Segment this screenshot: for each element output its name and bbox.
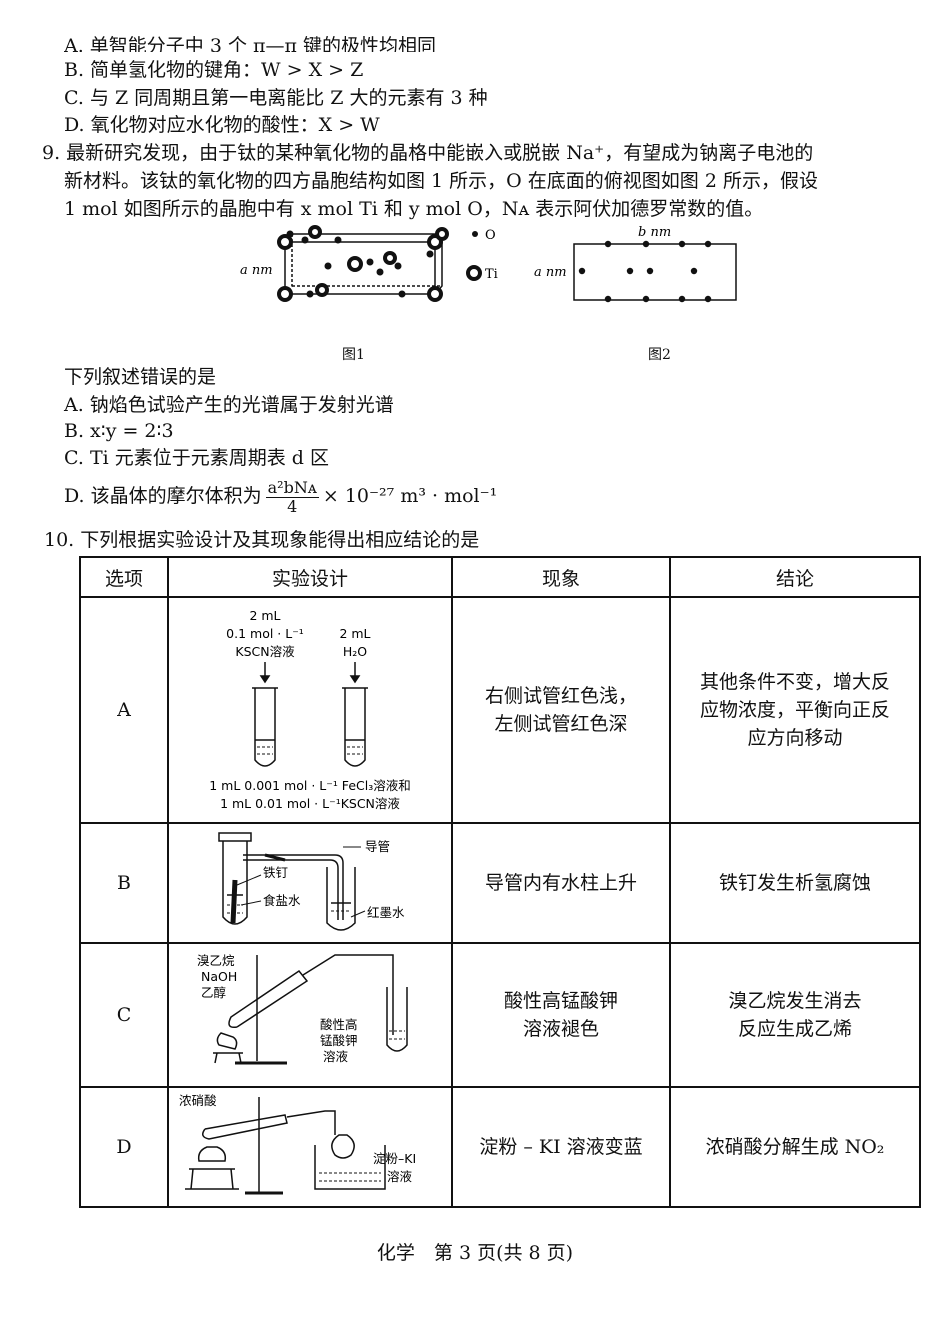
header-option: 选项	[79, 556, 169, 598]
fig1-caption: 图1	[342, 347, 365, 363]
ann-starch-ki-1: 淀粉–KI	[373, 1151, 416, 1166]
ann-bottom-2: 1 mL 0.01 mol · L⁻¹KSCN溶液	[220, 796, 400, 811]
ann-nail: 铁钉	[263, 865, 289, 880]
ann-ethanol: 乙醇	[201, 985, 226, 1000]
elimination-reaction-diagram: 溴乙烷 NaOH 乙醇 酸性高 锰酸钾 溶液	[197, 953, 408, 1064]
fig1-side-label: a nm	[240, 263, 273, 278]
prev-option-b: B. 简单氢化物的键角：W > X > Z	[64, 59, 364, 81]
q9-stem-line1: 9. 最新研究发现，由于钛的某种氧化物的晶格中能嵌入或脱嵌 Na⁺，有望成为钠离…	[42, 142, 814, 164]
table-row: B	[79, 822, 921, 944]
row-d-option: D	[79, 1086, 169, 1208]
ann-red-ink: 红墨水	[367, 905, 405, 920]
fraction-numerator: a²bNᴀ	[265, 477, 319, 498]
q9-option-c: C. Ti 元素位于元素周期表 d 区	[64, 447, 329, 469]
ann-salt-water: 食盐水	[263, 893, 301, 908]
ann-kmno4-3: 溶液	[323, 1049, 349, 1064]
q9-option-d-prefix: D. 该晶体的摩尔体积为	[64, 485, 262, 507]
ann-left-2: 0.1 mol · L⁻¹	[226, 626, 304, 641]
row-c-conclusion: 溴乙烷发生消去反应生成乙烯	[669, 942, 921, 1088]
row-a-option: A	[79, 596, 169, 824]
row-a-design: 2 mL 0.1 mol · L⁻¹ KSCN溶液 2 mL H₂O	[167, 596, 453, 824]
row-c-design: 溴乙烷 NaOH 乙醇 酸性高 锰酸钾 溶液	[167, 942, 453, 1088]
test-tubes-diagram: 2 mL 0.1 mol · L⁻¹ KSCN溶液 2 mL H₂O	[209, 608, 410, 811]
fig1-legend-ti: Ti	[485, 267, 498, 282]
ann-bromoethane: 溴乙烷	[197, 953, 235, 968]
fig2-top-label: b nm	[638, 225, 671, 240]
q9-stem-line3: 1 mol 如图所示的晶胞中有 x mol Ti 和 y mol O，Nᴀ 表示…	[64, 198, 764, 220]
fig2-side-label: a nm	[534, 265, 567, 280]
q9-stem-line2: 新材料。该钛的氧化物的四方晶胞结构如图 1 所示，O 在底面的俯视图如图 2 所…	[64, 170, 818, 192]
prev-option-d: D. 氧化物对应水化物的酸性：X > W	[64, 114, 380, 136]
ann-starch-ki-2: 溶液	[387, 1169, 413, 1184]
table-row: D 浓硝酸 淀粉–KI 溶液	[79, 1086, 921, 1208]
fig1-legend-o: O	[485, 228, 496, 243]
ann-left-1: 2 mL	[249, 608, 280, 623]
ann-left-3: KSCN溶液	[235, 644, 295, 659]
row-d-design: 浓硝酸 淀粉–KI 溶液	[167, 1086, 453, 1208]
row-a-conclusion: 其他条件不变，增大反应物浓度，平衡向正反应方向移动	[669, 596, 921, 824]
q9-option-a: A. 钠焰色试验产生的光谱属于发射光谱	[64, 394, 394, 416]
row-b-phenomenon: 导管内有水柱上升	[451, 822, 671, 944]
row-b-design: 导管 铁钉 食盐水 红墨水	[167, 822, 453, 944]
q10-stem: 10. 下列根据实验设计及其现象能得出相应结论的是	[44, 529, 480, 551]
experiment-table: 选项 实验设计 现象 结论 A 2 mL 0.1 mol · L⁻¹ KSCN溶…	[79, 556, 921, 1208]
fig2-caption: 图2	[648, 347, 671, 363]
crystal-cell-figure-1: a nm O Ti	[240, 225, 498, 302]
row-c-phenomenon: 酸性高锰酸钾溶液褪色	[451, 942, 671, 1088]
table-row: A 2 mL 0.1 mol · L⁻¹ KSCN溶液 2 mL H₂O	[79, 596, 921, 824]
q9-option-b: B. x∶y = 2∶3	[64, 420, 174, 442]
table-row: C 溴乙烷 NaOH 乙醇 酸性高	[79, 942, 921, 1088]
ann-right-1: 2 mL	[339, 626, 370, 641]
iron-nail-corrosion-diagram: 导管 铁钉 食盐水 红墨水	[218, 831, 405, 931]
header-conclusion: 结论	[669, 556, 921, 598]
prev-option-a-cut: A. 单智能分子中 3 个 π—π 键的极性均相同	[64, 35, 437, 52]
header-design: 实验设计	[167, 556, 453, 598]
header-phenomenon: 现象	[451, 556, 671, 598]
row-a-phenomenon: 右侧试管红色浅，左侧试管红色深	[451, 596, 671, 824]
table-header-row: 选项 实验设计 现象 结论	[79, 556, 921, 598]
oxygen-top-view-figure-2: b nm a nm	[534, 225, 737, 303]
ann-conc-nitric-acid: 浓硝酸	[179, 1093, 217, 1108]
prev-option-c: C. 与 Z 同周期且第一电离能比 Z 大的元素有 3 种	[64, 87, 488, 109]
q9-question: 下列叙述错误的是	[64, 366, 217, 388]
fraction-denominator: 4	[287, 496, 298, 516]
ann-kmno4-2: 锰酸钾	[320, 1033, 358, 1048]
ann-kmno4-1: 酸性高	[320, 1017, 358, 1032]
ann-right-2: H₂O	[343, 644, 367, 659]
ann-naoh: NaOH	[201, 969, 237, 984]
nitric-acid-decomposition-diagram: 浓硝酸 淀粉–KI 溶液	[179, 1093, 416, 1194]
page-footer: 化学 第 3 页(共 8 页)	[376, 1242, 574, 1264]
row-d-conclusion: 浓硝酸分解生成 NO₂	[669, 1086, 921, 1208]
ann-tube: 导管	[365, 839, 390, 854]
row-b-conclusion: 铁钉发生析氢腐蚀	[669, 822, 921, 944]
row-c-option: C	[79, 942, 169, 1088]
q9-option-d-suffix: × 10⁻²⁷ m³ · mol⁻¹	[322, 485, 498, 507]
ann-bottom-1: 1 mL 0.001 mol · L⁻¹ FeCl₃溶液和	[209, 778, 410, 793]
row-b-option: B	[79, 822, 169, 944]
row-d-phenomenon: 淀粉 – KI 溶液变蓝	[451, 1086, 671, 1208]
